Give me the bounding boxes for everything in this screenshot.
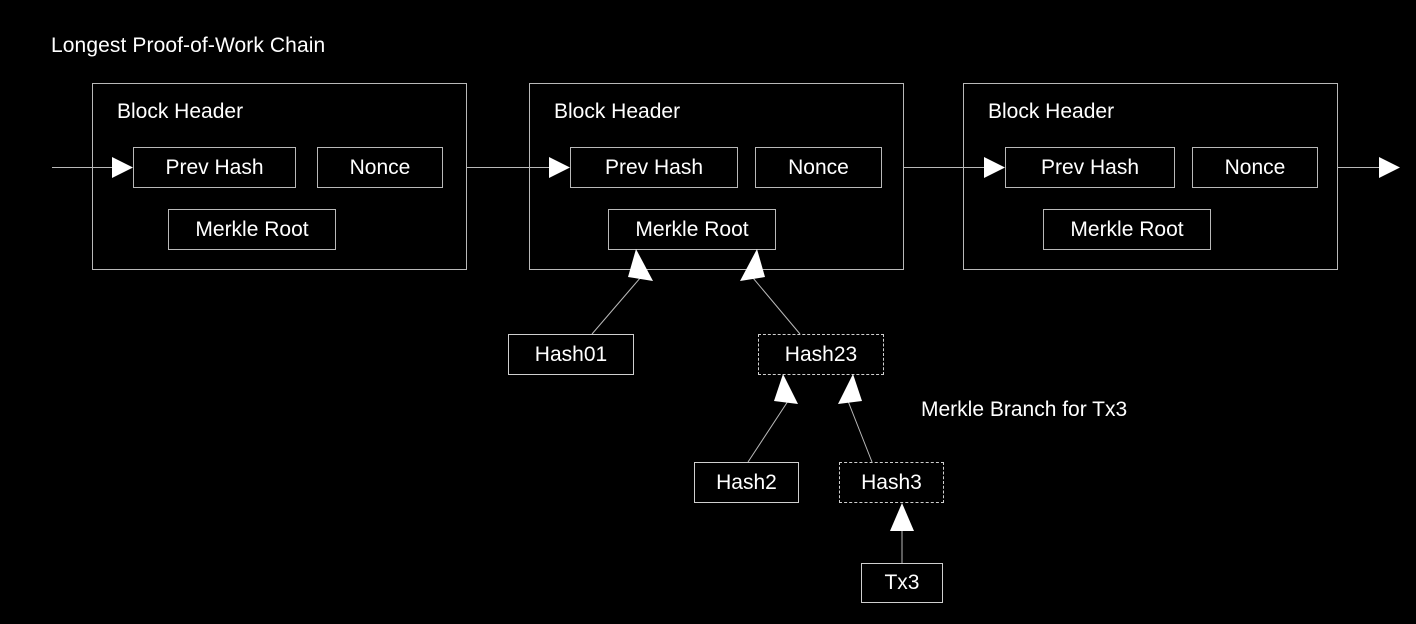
- block-2-nonce-field[interactable]: Nonce: [755, 147, 882, 188]
- block-3-merkle-root-field[interactable]: Merkle Root: [1043, 209, 1211, 250]
- edge-hash2-to-hash23: [747, 394, 793, 463]
- chain-arrowhead-continuation: [1379, 157, 1400, 178]
- block-3-header-label: Block Header: [988, 100, 1115, 123]
- merkle-node-hash3[interactable]: Hash3: [839, 462, 944, 503]
- block-2-prev-hash-field[interactable]: Prev Hash: [570, 147, 738, 188]
- edge-hash3-to-hash23: [845, 395, 873, 463]
- block-3-prev-hash-field[interactable]: Prev Hash: [1005, 147, 1175, 188]
- edge-hash23-to-merkle-root: [747, 271, 801, 335]
- diagram-title: Longest Proof-of-Work Chain: [51, 34, 326, 57]
- merkle-branch-label: Merkle Branch for Tx3: [921, 398, 1128, 421]
- merkle-node-hash23[interactable]: Hash23: [758, 334, 884, 375]
- arrowhead-tx3-to-hash3: [890, 503, 914, 531]
- merkle-node-hash01[interactable]: Hash01: [508, 334, 634, 375]
- block-1-prev-hash-field[interactable]: Prev Hash: [133, 147, 296, 188]
- merkle-node-tx3[interactable]: Tx3: [861, 563, 943, 603]
- block-2-header-label: Block Header: [554, 100, 681, 123]
- arrowhead-hash3-to-hash23: [838, 374, 862, 404]
- block-1-merkle-root-field[interactable]: Merkle Root: [168, 209, 336, 250]
- edge-hash01-to-merkle-root: [591, 269, 648, 335]
- merkle-node-hash2[interactable]: Hash2: [694, 462, 799, 503]
- block-1-nonce-field[interactable]: Nonce: [317, 147, 443, 188]
- arrowhead-hash2-to-hash23: [774, 374, 798, 404]
- block-2-merkle-root-field[interactable]: Merkle Root: [608, 209, 776, 250]
- block-1-header-label: Block Header: [117, 100, 244, 123]
- block-3-nonce-field[interactable]: Nonce: [1192, 147, 1318, 188]
